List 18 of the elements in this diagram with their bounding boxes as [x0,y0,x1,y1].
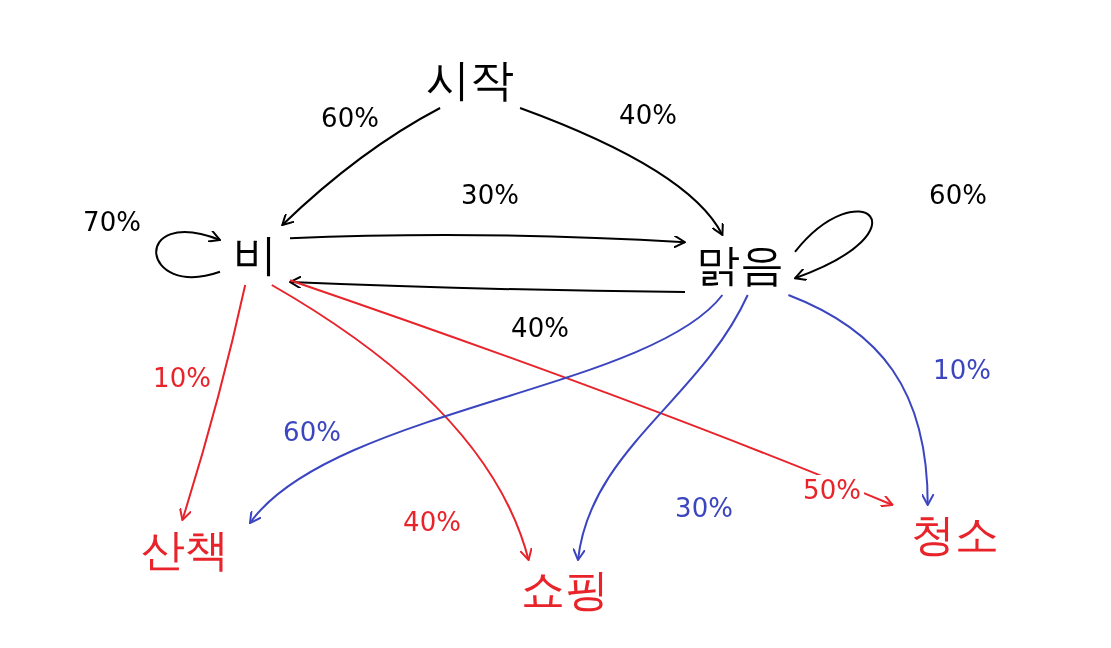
arrow [270,284,533,561]
arrow [249,294,724,524]
arrow [289,233,686,249]
state-label: 맑음 [685,235,795,295]
loop-arrow [794,210,874,281]
arrow [281,107,442,226]
arrow [519,107,724,236]
state-label: 시작 [405,52,535,108]
arrow [178,284,247,521]
arrow [573,294,749,561]
arrow [787,294,935,506]
arrow [289,279,894,508]
state-label: 쇼핑 [500,560,630,620]
state-label: 산책 [120,520,250,580]
state-label: 비 [220,225,290,285]
arrow [289,275,686,293]
loop-arrow [155,230,221,278]
state-label: 청소 [890,505,1020,565]
